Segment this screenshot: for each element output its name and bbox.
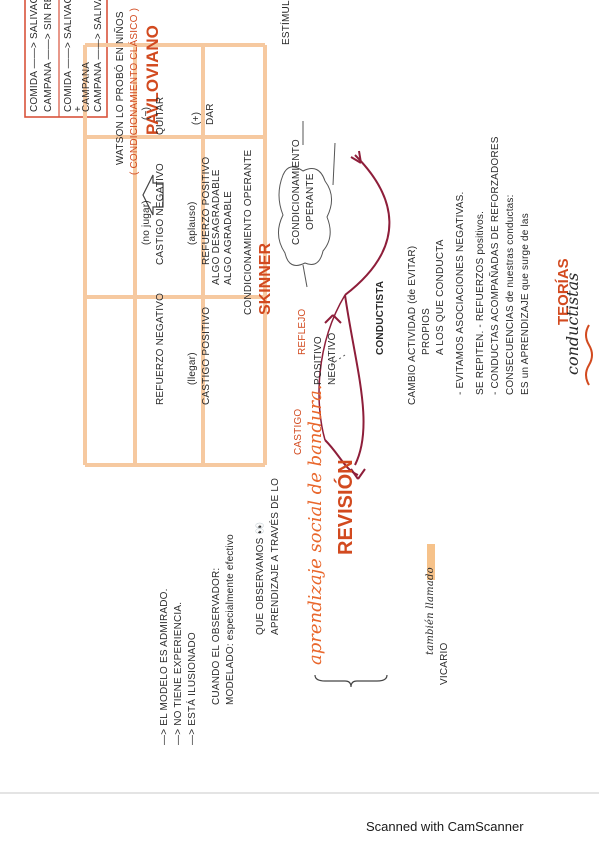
revision-subtitle: aprendizaje social de bandura. <box>305 384 326 665</box>
arrowhead-icon <box>350 150 362 164</box>
dotted-line <box>329 354 346 366</box>
row-label: QUITAR <box>155 96 166 135</box>
row-label: DAR <box>205 103 216 125</box>
operante-label: CONDICIONAMIENTO <box>291 139 302 245</box>
cell-text: (llegar) <box>187 352 198 385</box>
teorias-line: PROPIOS <box>421 308 432 355</box>
hollow-arrow-icon <box>142 174 164 216</box>
revision-line: VICARIO <box>439 642 450 685</box>
teorias-line: ES un APRENDIZAJE que surge de las <box>520 213 531 395</box>
revision-line: QUE OBSERVAMOS 👀 <box>255 521 266 635</box>
scanner-watermark: Scanned with CamScanner <box>366 819 524 834</box>
cloud-icon <box>278 166 332 266</box>
teorias-subtitle: conductistas <box>563 272 582 375</box>
box-line: CAMPANA ——> SALIVACIÓN. <box>93 0 104 112</box>
branch-line <box>344 294 365 466</box>
teorias-line: - CONDUCTAS ACOMPAÑADAS DE REFORZADORES <box>490 136 501 395</box>
reflejo-label: REFLEJO <box>297 308 308 355</box>
teorias-line: A LOS QUE CONDUCTA <box>435 239 446 355</box>
classic-conditioning-note: ( CONDICIONAMIENTO CLÁSICO ) <box>129 7 140 175</box>
col-header: ALGO AGRADABLE <box>223 191 234 285</box>
row-label: (+) <box>191 111 202 125</box>
cell-text: REFUERZO POSITIVO <box>201 156 212 265</box>
teorias-line: - EVITAMOS ASOCIACIONES NEGATIVAS. <box>455 191 466 395</box>
positivo-label: POSITIVO <box>313 336 324 385</box>
arrow-line <box>332 142 336 186</box>
modelado-bullet: —> ESTÁ ILUSIONADO <box>187 632 198 745</box>
operante-label: OPERANTE <box>305 173 316 230</box>
estimulo-label: ESTÍMULO <box>281 0 292 45</box>
branch-line <box>318 294 346 441</box>
teorias-line: CONSECUENCIAS de nuestras conductas: <box>505 194 516 395</box>
watson-note: WATSON LO PROBÓ EN NIÑOS <box>115 11 126 165</box>
box-line: CAMPANA ——> SIN RESPUESTA <box>43 0 54 112</box>
row-label: (−) <box>141 106 152 120</box>
box-line: COMIDA ——> SALIVACIÓN <box>29 0 40 112</box>
modelado-line: MODELADO: especialmente efectivo <box>225 534 236 705</box>
rotated-notes: COMIDA ——> SALIVACIÓN CAMPANA ——> SIN RE… <box>15 0 599 785</box>
page-edge <box>0 792 599 794</box>
highlight-mark <box>427 544 435 580</box>
experiment-box <box>24 0 108 118</box>
cell-text: (no jugar) <box>141 200 152 245</box>
arrow-line <box>302 264 308 288</box>
teorias-line: SE REPITEN. - REFUERZOS positivos. <box>475 210 486 395</box>
castigo-label: CASTIGO <box>293 408 304 455</box>
drawing-layer <box>24 0 593 688</box>
cell-text: CASTIGO POSITIVO <box>201 306 212 405</box>
box-line: CAMPANA <box>81 61 92 112</box>
cell-text: CASTIGO NEGATIVO <box>155 163 166 265</box>
brace-icon <box>314 674 388 688</box>
modelado-line: CUANDO EL OBSERVADOR: <box>211 567 222 705</box>
arrowhead-icon <box>324 314 342 324</box>
revision-heading: REVISIÓN <box>335 459 357 555</box>
teorias-line: CAMBIO ACTIVIDAD (de EVITAR) <box>407 245 418 405</box>
cell-text: (aplauso) <box>187 201 198 246</box>
arrowhead-icon <box>350 468 366 480</box>
revision-line: también llamado <box>425 567 436 655</box>
negativo-label: NEGATIVO <box>327 332 338 385</box>
modelado-bullet: —> EL MODELO ES ADMIRADO. <box>159 588 170 745</box>
table-grid <box>83 43 267 467</box>
skinner-heading: SKINNER <box>257 242 274 315</box>
squiggle-decoration <box>585 324 593 386</box>
modelado-bullet: —> NO TIENE EXPERIENCIA. <box>173 601 184 745</box>
conductista-label: CONDUCTISTA <box>375 280 386 355</box>
col-header: ALGO DESAGRADABLE <box>211 169 222 285</box>
branch-line <box>344 154 391 296</box>
revision-line: APRENDIZAJE A TRAVÉS DE LO <box>270 477 281 635</box>
box-line: COMIDA ——> SALIVACIÓN <box>63 0 74 112</box>
operant-heading: CONDICIONAMIENTO OPERANTE <box>243 149 254 315</box>
scanned-page <box>0 0 599 800</box>
cell-text: REFUERZO NEGATIVO <box>155 292 166 405</box>
